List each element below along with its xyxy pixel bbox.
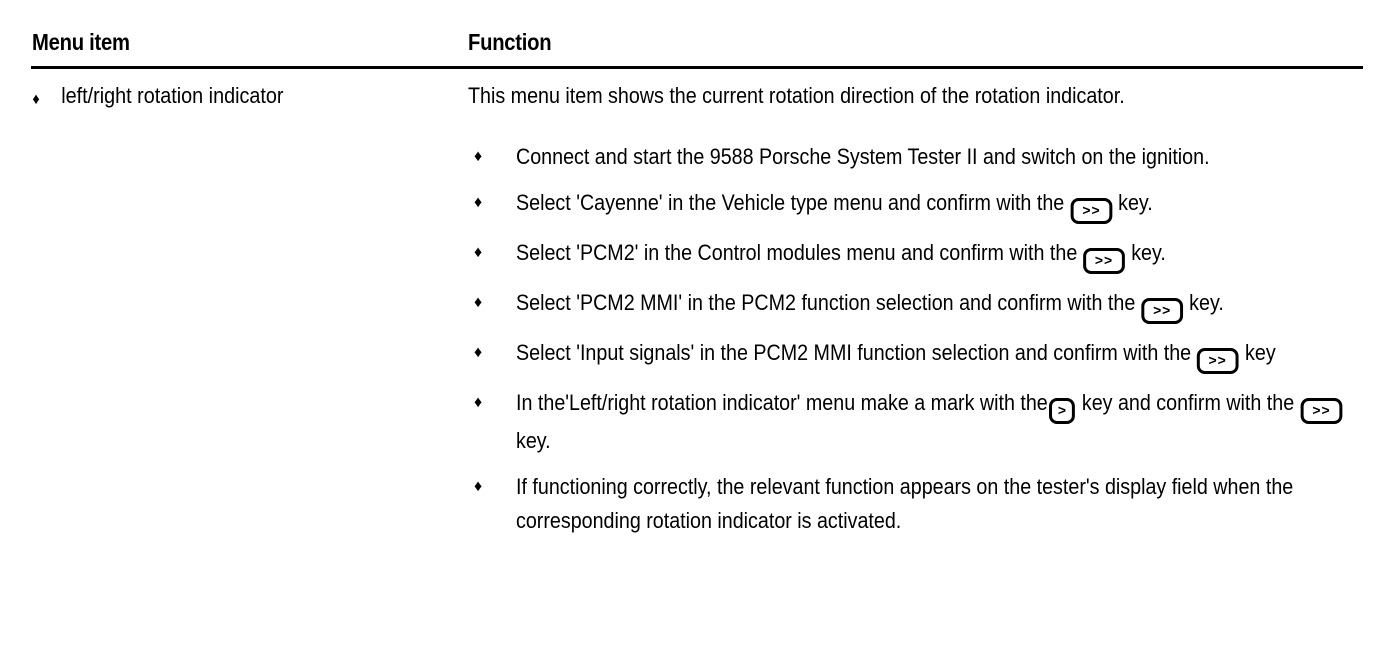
step-text: Select 'PCM2 MMI' in the PCM2 function s…: [516, 286, 1368, 324]
step-text: Select 'PCM2' in the Control modules men…: [516, 236, 1368, 274]
step-text: In the'Left/right rotation indicator' me…: [516, 386, 1368, 458]
tester-key-single-arrow-icon: >: [1049, 398, 1075, 424]
diamond-bullet-icon: [474, 236, 482, 270]
diamond-bullet-icon: [32, 92, 39, 108]
diamond-bullet-icon: [474, 336, 482, 370]
procedure-step-list: Connect and start the 9588 Porsche Syste…: [468, 140, 1368, 538]
tester-key-double-arrow-icon: >>: [1300, 398, 1342, 424]
function-column: This menu item shows the current rotatio…: [468, 80, 1368, 538]
step-text: Connect and start the 9588 Porsche Syste…: [516, 144, 1210, 169]
step-verify-display: If functioning correctly, the relevant f…: [468, 470, 1368, 538]
step-text: Select 'Cayenne' in the Vehicle type men…: [516, 186, 1368, 224]
tester-key-double-arrow-icon: >>: [1070, 198, 1113, 224]
menu-entry: left/right rotation indicator: [0, 80, 414, 112]
step-select-cayenne: Select 'Cayenne' in the Vehicle type men…: [468, 186, 1368, 224]
menu-entry-label: left/right rotation indicator: [61, 83, 284, 108]
step-text: Select 'Input signals' in the PCM2 MMI f…: [516, 336, 1368, 374]
diamond-bullet-icon: [474, 470, 482, 504]
diamond-bullet-icon: [474, 386, 482, 420]
tester-key-double-arrow-icon: >>: [1197, 348, 1239, 374]
diamond-bullet-icon: [474, 140, 482, 174]
step-mark-rotation-indicator: In the'Left/right rotation indicator' me…: [468, 386, 1368, 458]
step-connect-tester: Connect and start the 9588 Porsche Syste…: [468, 140, 1368, 174]
diamond-bullet-icon: [474, 286, 482, 320]
column-header-function: Function: [468, 29, 552, 55]
function-intro-text: This menu item shows the current rotatio…: [468, 83, 1125, 108]
tester-key-double-arrow-icon: >>: [1083, 248, 1126, 274]
step-text: If functioning correctly, the relevant f…: [516, 474, 1294, 533]
step-select-input-signals: Select 'Input signals' in the PCM2 MMI f…: [468, 336, 1368, 374]
diamond-bullet-icon: [474, 186, 482, 220]
header-divider-rule: [31, 66, 1363, 69]
tester-key-double-arrow-icon: >>: [1141, 298, 1184, 324]
step-select-pcm2-mmi: Select 'PCM2 MMI' in the PCM2 function s…: [468, 286, 1368, 324]
menu-item-column: left/right rotation indicator: [0, 80, 460, 112]
step-select-pcm2: Select 'PCM2' in the Control modules men…: [468, 236, 1368, 274]
table-header-row: Menu item Function: [0, 28, 1392, 64]
column-header-menu-item: Menu item: [32, 29, 130, 55]
